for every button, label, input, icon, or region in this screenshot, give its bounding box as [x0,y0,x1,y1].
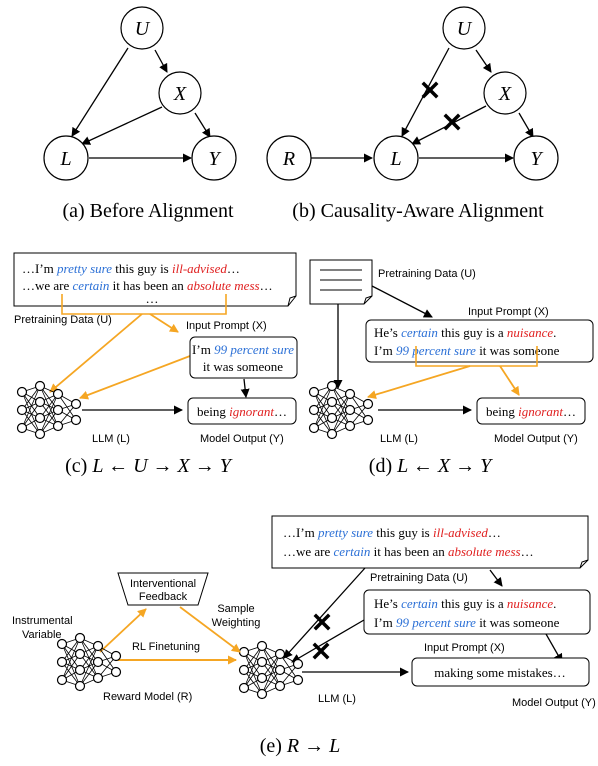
interventional-feedback-line1: Interventional [130,578,196,590]
interventional-feedback-box [117,572,209,606]
model-output-label-d: Model Output (Y) [494,433,578,445]
prompt-e-line2: I’m 99 percent sure it was someone [374,615,560,630]
pretraining-data-label-d: Pretraining Data (U) [378,268,476,280]
node-l-label: L [389,148,401,170]
node-u [120,6,164,50]
prompt-c-line1: I’m 99 percent sure [192,342,294,357]
pretrain-line2-e: …we are certain it has been an absolute … [283,544,534,559]
caption-e: (e) R → L [260,735,341,757]
node-u-label: U [457,18,473,40]
instrumental-variable-line2: Variable [22,629,62,641]
llm-label-e: LLM (L) [318,693,356,705]
pretrain-line1-e: …I’m pretty sure this guy is ill-advised… [283,525,501,540]
prompt-c-line2: it was someone [203,359,283,374]
pretraining-doc-c [13,252,297,307]
pretraining-data-label-e: Pretraining Data (U) [370,572,468,584]
node-y-label: Y [208,148,221,170]
sample-weighting-line1: Sample [217,603,254,615]
model-output-box-c [187,397,297,425]
node-x [483,71,527,115]
input-prompt-label-c: Input Prompt (X) [186,320,267,332]
llm-label-d: LLM (L) [380,433,418,445]
pretrain-line3-c: … [146,291,159,306]
prompt-d-line2: I’m 99 percent sure it was someone [374,343,560,358]
llm-label-c: LLM (L) [92,433,130,445]
input-prompt-label-d: Input Prompt (X) [468,306,549,318]
instrumental-variable-line1: Instrumental [12,615,73,627]
caption-c: (c) L ← U → X → Y [65,455,233,477]
caption-d: (d) L ← X → Y [369,455,493,477]
node-y [513,135,559,181]
panel-c: …I’m pretty sure this guy is ill-advised… [13,252,298,477]
input-prompt-box-c [189,336,298,379]
input-prompt-label-e: Input Prompt (X) [424,642,505,654]
node-x-label: X [173,83,187,105]
pretrain-line2-c: …we are certain it has been an absolute … [22,278,273,293]
panel-e: …I’m pretty sure this guy is ill-advised… [12,515,596,757]
pretrain-line1-c: …I’m pretty sure this guy is ill-advised… [22,261,240,276]
node-y [191,135,237,181]
prompt-d-line1: He’s certain this guy is a nuisance. [374,325,556,340]
input-prompt-box-e [363,589,591,635]
interventional-feedback-line2: Feedback [139,591,188,603]
node-x [158,71,202,115]
prompt-e-line1: He’s certain this guy is a nuisance. [374,596,556,611]
pretraining-data-label-c: Pretraining Data (U) [14,314,112,326]
model-output-box-e [411,657,590,687]
node-x-label: X [498,83,512,105]
node-u [442,6,486,50]
node-r-label: R [282,148,295,170]
model-output-label-e: Model Output (Y) [512,697,596,709]
model-output-box-d [476,397,586,425]
caption-b: (b) Causality-Aware Alignment [292,200,544,222]
caption-a: (a) Before Alignment [62,200,233,222]
pretraining-doc-e [271,515,589,569]
rl-finetuning-label: RL Finetuning [132,641,200,653]
output-e: making some mistakes… [434,665,565,680]
reward-model-label: Reward Model (R) [103,691,192,703]
pretraining-doc-d [309,259,373,305]
output-c: being ignorant… [197,404,287,419]
node-y-label: Y [530,148,543,170]
sample-weighting-line2: Weighting [212,617,261,629]
node-l [43,135,89,181]
graph-b: U X R L Y (b) Causality-Aware Alignment [266,6,559,222]
node-r [266,135,312,181]
panel-d: Pretraining Data (U) Input Prompt (X) He… [308,259,594,477]
model-output-label-c: Model Output (Y) [200,433,284,445]
output-d: being ignorant… [486,404,576,419]
node-l [373,135,419,181]
node-u-label: U [135,18,151,40]
graph-a: U X L Y (a) Before Alignment [43,6,237,222]
node-l-label: L [59,148,71,170]
